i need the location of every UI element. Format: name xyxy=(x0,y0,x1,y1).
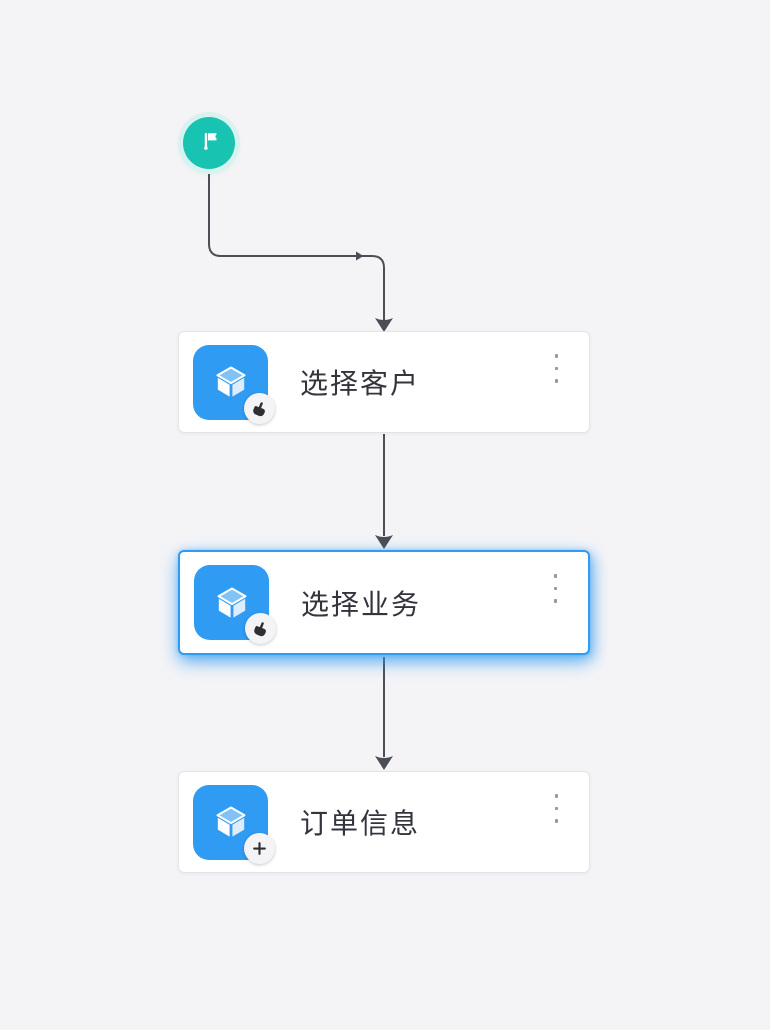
cube-icon xyxy=(193,784,275,864)
arrowhead-node2 xyxy=(375,535,393,549)
edge-start-node1 xyxy=(208,170,385,320)
node-label: 选择客户 xyxy=(300,368,421,399)
flow-node-select-business[interactable]: 选择业务 xyxy=(178,550,590,655)
hand-pointer-icon xyxy=(244,392,275,424)
arrowhead-node1 xyxy=(375,318,393,332)
start-node[interactable] xyxy=(183,117,235,169)
flag-icon xyxy=(196,128,222,159)
cube-icon xyxy=(194,565,276,644)
hand-pointer-icon xyxy=(245,613,276,644)
kebab-menu-icon[interactable] xyxy=(553,792,561,825)
node-label: 选择业务 xyxy=(301,588,422,620)
kebab-menu-icon[interactable] xyxy=(552,572,560,605)
arrowhead-node3 xyxy=(375,756,393,770)
cube-icon xyxy=(193,344,275,424)
node-label: 订单信息 xyxy=(300,808,421,839)
kebab-menu-icon[interactable] xyxy=(553,352,561,385)
flow-node-order-info[interactable]: 订单信息 xyxy=(178,771,590,873)
flow-node-select-customer[interactable]: 选择客户 xyxy=(178,331,590,433)
plus-icon xyxy=(244,832,275,864)
edge-mid-marker xyxy=(356,251,364,261)
